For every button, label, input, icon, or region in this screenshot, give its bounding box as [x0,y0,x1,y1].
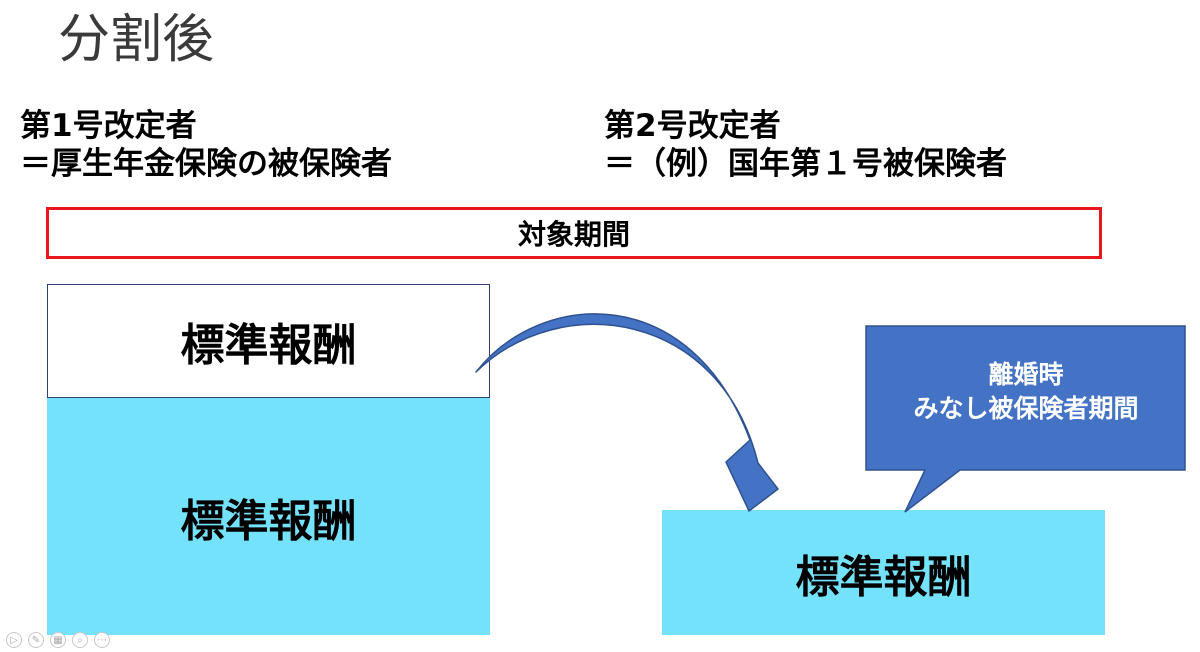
second-party-name: 第2号改定者 [604,108,781,144]
play-icon[interactable]: ▷ [6,632,22,648]
first-party-name: 第1号改定者 [20,108,197,144]
slides-icon[interactable]: ▦ [50,632,66,648]
first-party-label: 第1号改定者 ＝厚生年金保険の被保険者 [20,107,392,183]
retained-remuneration-block: 標準報酬 [47,398,490,635]
zoom-icon[interactable]: ⌕ [72,632,88,648]
presentation-toolbar: ▷ ✎ ▦ ⌕ ⋯ [6,632,110,652]
slide-title: 分割後 [58,10,215,70]
split-remuneration-block: 標準報酬 [47,284,490,398]
second-party-label: 第2号改定者 ＝（例）国年第１号被保険者 [604,107,1007,183]
target-period-box: 対象期間 [46,207,1102,259]
more-icon[interactable]: ⋯ [94,632,110,648]
second-party-definition: ＝（例）国年第１号被保険者 [604,146,1007,182]
received-remuneration-block: 標準報酬 [662,510,1105,635]
curved-transfer-arrow [475,313,779,512]
callout-line-1: 離婚時 [988,360,1064,389]
pen-icon[interactable]: ✎ [28,632,44,648]
first-party-definition: ＝厚生年金保険の被保険者 [20,146,392,182]
callout-line-2: みなし被保険者期間 [913,394,1139,423]
callout-text: 離婚時 みなし被保険者期間 [866,358,1186,426]
